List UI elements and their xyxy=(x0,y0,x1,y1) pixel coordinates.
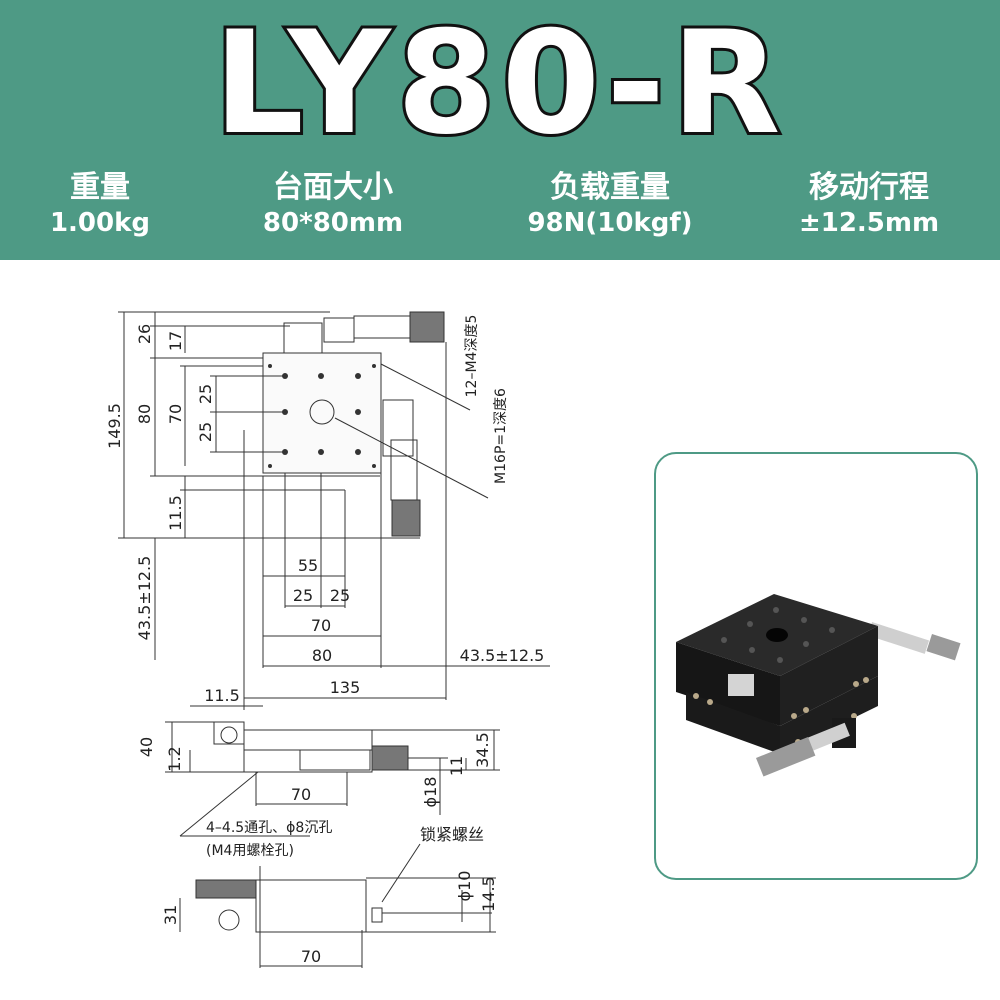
note-m4-tapped: 12–M4深度5 xyxy=(464,315,480,398)
header-banner: LY80-R 重量 1.00kg 台面大小 80*80mm 负载重量 98N(1… xyxy=(0,0,1000,260)
spec-table-size: 台面大小 80*80mm xyxy=(233,170,433,240)
spec-weight-value: 1.00kg xyxy=(49,208,151,238)
dim-11-5-horizontal: 11.5 xyxy=(204,686,240,705)
dim-135: 135 xyxy=(330,678,361,697)
dim-11: 11 xyxy=(447,756,466,776)
dim-phi-18: ϕ18 xyxy=(421,777,440,808)
dim-80-vertical: 80 xyxy=(135,404,154,424)
dim-34-5: 34.5 xyxy=(473,732,492,768)
spec-table-size-label: 台面大小 xyxy=(273,170,393,205)
side-view-body xyxy=(255,879,367,933)
dim-17: 17 xyxy=(166,331,185,351)
spec-load: 负载重量 98N(10kgf) xyxy=(510,170,710,240)
spec-weight: 重量 1.00kg xyxy=(0,170,200,240)
dim-25-right: 25 xyxy=(330,586,350,605)
dim-40: 40 xyxy=(137,737,156,757)
dim-55: 55 xyxy=(298,556,318,575)
spec-travel: 移动行程 ±12.5mm xyxy=(769,170,969,240)
dim-31: 31 xyxy=(161,905,180,925)
product-photo xyxy=(676,594,961,777)
spec-table-size-value: 80*80mm xyxy=(262,208,404,238)
right-micrometer-knob xyxy=(391,499,421,537)
dim-70-bottom: 70 xyxy=(301,947,321,966)
front-view-body xyxy=(243,729,373,773)
dim-43-5-vertical: 43.5±12.5 xyxy=(135,556,154,641)
note-m16-thread: M16P=1深度6 xyxy=(493,388,509,484)
technical-drawing: 26 17 149.5 80 70 25 25 11.5 43.5±12.5 5… xyxy=(105,311,550,968)
spec-load-label: 负载重量 xyxy=(550,170,670,205)
product-photo-card xyxy=(654,452,978,880)
spec-weight-label: 重量 xyxy=(70,170,130,205)
dim-14-5: 14.5 xyxy=(479,876,498,912)
dim-phi-10: ϕ10 xyxy=(455,871,474,902)
dim-70-vertical: 70 xyxy=(166,404,185,424)
model-title: LY80-R xyxy=(210,0,786,150)
spec-load-value: 98N(10kgf) xyxy=(527,208,693,238)
dim-80-horizontal: 80 xyxy=(312,646,332,665)
dim-149-5: 149.5 xyxy=(105,403,124,449)
dim-1-2: 1.2 xyxy=(165,746,184,771)
model-title-text: LY80-R xyxy=(213,1,786,150)
spec-travel-value: ±12.5mm xyxy=(798,208,940,238)
top-micrometer-knob xyxy=(409,311,445,343)
note-through-holes: 4–4.5通孔、ϕ8沉孔 xyxy=(206,820,332,836)
spec-travel-label: 移动行程 xyxy=(809,170,929,205)
dim-26: 26 xyxy=(135,324,154,344)
dim-25-lower: 25 xyxy=(196,422,215,442)
note-bolt-holes: (M4用螺栓孔) xyxy=(206,843,294,859)
dim-25-left: 25 xyxy=(293,586,313,605)
top-view-table xyxy=(262,352,382,474)
dim-43-5-horizontal: 43.5±12.5 xyxy=(460,646,545,665)
dim-25-upper: 25 xyxy=(196,384,215,404)
center-bore xyxy=(309,399,335,425)
note-lock-screw: 锁紧螺丝 xyxy=(420,825,484,844)
dim-70-front: 70 xyxy=(291,785,311,804)
dim-11-5-vertical: 11.5 xyxy=(166,495,185,531)
dim-70-horizontal: 70 xyxy=(311,616,331,635)
